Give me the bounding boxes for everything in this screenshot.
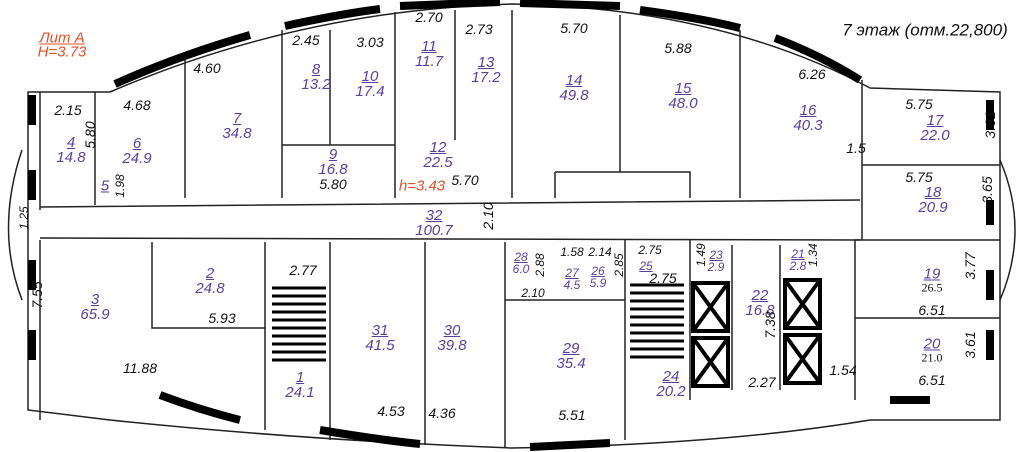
dimension: 2.10	[480, 202, 496, 230]
dimension: 6.51	[918, 372, 946, 388]
lit-height: H=3.73	[37, 43, 87, 61]
dimension: 5.51	[558, 407, 586, 423]
floor-title: 7 этаж (отм.22,800)	[842, 20, 1008, 40]
dimension: 3.03	[356, 34, 384, 50]
dimension: 4.53	[377, 403, 405, 419]
dimension: 3.65	[979, 176, 995, 204]
dimension: 5.70	[451, 172, 479, 188]
dimension: 2.10	[521, 286, 545, 300]
dimension: 5.75	[905, 169, 933, 185]
dimension: 5.88	[664, 40, 692, 56]
dimension: 2.75	[649, 270, 677, 286]
dimension: 3.61	[982, 111, 998, 139]
dimension: 1.54	[829, 362, 857, 378]
dimension: 5.70	[560, 20, 588, 36]
dimension: 2.14	[588, 245, 612, 259]
dimension: 4.60	[193, 60, 221, 76]
dimension: 5.80	[319, 176, 347, 192]
dimension: 2.85	[612, 253, 626, 277]
dimension: 5.93	[208, 310, 236, 326]
dimension: 6.51	[918, 302, 946, 318]
dimension: 6.26	[798, 66, 826, 82]
dimension: 2.70	[415, 9, 443, 25]
dimension: 2.73	[465, 21, 493, 37]
dimension: 1.5	[846, 140, 866, 156]
dimension: 5.75	[905, 96, 933, 112]
dimension: 5.80	[82, 121, 98, 149]
dimension: 7.38	[762, 311, 778, 339]
dimension: 2.45	[292, 32, 320, 48]
room-25: 25	[639, 259, 653, 273]
dimension: 2.27	[748, 374, 776, 390]
lit-label: Лит А	[39, 29, 85, 47]
dimension: 1.25	[17, 206, 31, 230]
dimension: 1.98	[113, 174, 127, 198]
dimension: 4.36	[428, 405, 456, 421]
dimension: 11.88	[123, 360, 157, 376]
dimension: 1.49	[694, 243, 708, 267]
dimension: 1.58	[560, 245, 584, 259]
dimension: 7.55	[29, 281, 45, 309]
dimension: 3.61	[962, 331, 978, 359]
dimension: 4.68	[123, 97, 151, 113]
dimension: 2.88	[533, 253, 547, 277]
dimension: 2.15	[54, 102, 82, 118]
dimension: 2.77	[289, 262, 317, 278]
corridor-height: h=3.43	[398, 177, 446, 195]
dimension: 3.77	[962, 252, 978, 280]
dimension: 2.75	[638, 243, 662, 257]
room-5: 5	[100, 177, 110, 195]
dimension: 1.34	[806, 243, 820, 267]
